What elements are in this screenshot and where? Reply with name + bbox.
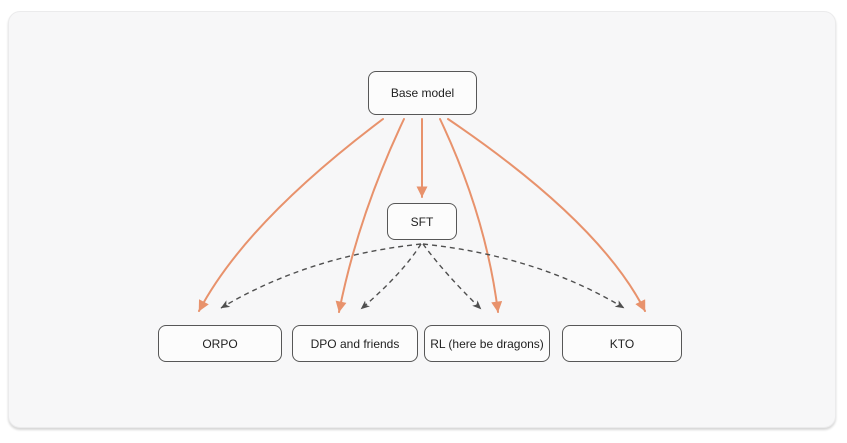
node-rl-here-be-dragons-label: RL (here be dragons) xyxy=(430,336,544,351)
node-dpo-and-friends: DPO and friends xyxy=(292,325,418,362)
node-base-model-label: Base model xyxy=(390,86,455,100)
node-sft: SFT xyxy=(387,203,457,240)
node-orpo-label: ORPO xyxy=(202,336,238,351)
node-kto: KTO xyxy=(562,325,682,362)
node-base-model: Base model xyxy=(368,71,477,115)
node-orpo: ORPO xyxy=(158,325,282,362)
node-rl-here-be-dragons: RL (here be dragons) xyxy=(424,325,550,362)
node-dpo-and-friends-label: DPO and friends xyxy=(310,336,400,351)
node-kto-label: KTO xyxy=(609,336,635,351)
node-sft-label: SFT xyxy=(410,214,434,229)
